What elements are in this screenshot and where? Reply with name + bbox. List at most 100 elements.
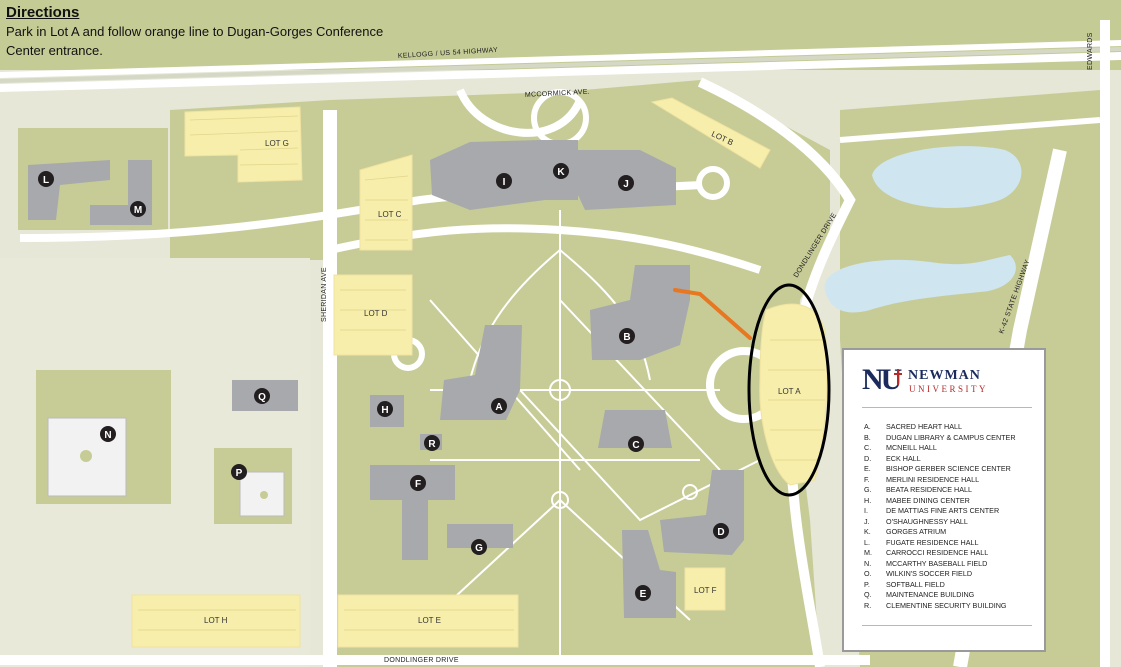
legend-item: C.MCNEILL HALL [864,443,1016,454]
mccormick-ave-label: MCCORMICK AVE. [525,89,590,99]
marker-g: G [471,539,487,555]
edwards-road [1100,20,1110,667]
lot-f-label: LOT F [694,586,717,595]
legend-item-label: MAINTENANCE BUILDING [886,590,975,599]
legend-item-label: MCNEILL HALL [886,443,937,452]
legend-item-label: WILKIN'S SOCCER FIELD [886,569,973,578]
parking-stripes [138,115,825,631]
legend-item: E. BISHOP GERBER SCIENCE CENTER [864,464,1016,475]
svg-text:L: L [43,175,49,186]
svg-text:P: P [236,468,243,479]
legend-item: Q.MAINTENANCE BUILDING [864,590,1016,601]
legend-item-label: MCCARTHY BASEBALL FIELD [886,558,988,568]
lot-b-shape [650,97,771,169]
lot-h-label: LOT H [204,616,228,625]
logo-name: NEWMAN [908,368,981,383]
legend-item-key: E. [864,464,871,473]
legend-item-label: MABEE DINING CENTER [886,495,970,505]
marker-l: L [38,171,54,187]
marker-m: M [130,201,146,217]
legend-item-key: O. [864,569,872,578]
marker-b: B [619,328,635,344]
legend-item: O. WILKIN'S SOCCER FIELD [864,569,1016,580]
marker-r: R [424,435,440,451]
marker-j: J [618,175,634,191]
directions-box: Directions Park in Lot A and follow oran… [6,4,406,60]
building-i [430,140,545,210]
marker-a: A [491,398,507,414]
lot-e-label: LOT E [418,616,441,625]
legend-item: D. ECK HALL [864,454,1016,465]
legend-item-label: O'SHAUGHNESSY HALL [886,516,968,526]
logo-mark: NU [862,363,902,396]
legend-item: B.DUGAN LIBRARY & CAMPUS CENTER [864,433,1016,444]
svg-text:J: J [623,179,629,190]
dondlinger-drive-south-label: DONDLINGER DRIVE [384,657,459,664]
legend-item-key: I. [864,506,868,515]
marker-e: E [635,585,651,601]
legend-item-key: D. [864,453,872,463]
marker-h: H [377,401,393,417]
svg-text:D: D [717,527,724,538]
legend-bottom-divider [862,625,1032,626]
pitchers-mound [80,450,92,462]
marker-d: D [713,523,729,539]
legend-item-key: P. [864,579,870,589]
svg-text:I: I [503,177,506,188]
marker-q: Q [254,388,270,404]
svg-text:C: C [632,440,639,451]
sheridan-ave-label: SHERIDAN AVE [321,267,328,322]
directions-title: Directions [6,4,80,21]
lot-d-shape [333,274,413,356]
lot-c-label: LOT C [378,210,402,219]
newman-university-logo: NU NEWMAN UNIVERSITY [862,364,1032,398]
legend-item-key: M. [864,548,872,557]
legend-item: K. GORGES ATRIUM [864,527,1016,538]
svg-text:A: A [495,402,502,413]
building-c [598,410,672,448]
north-pond [872,146,1022,208]
legend-top-divider [862,407,1032,408]
marker-p: P [231,464,247,480]
legend-item-label: FUGATE RESIDENCE HALL [886,537,979,547]
legend-item: H. MABEE DINING CENTER [864,496,1016,507]
legend-item-key: B. [864,432,871,442]
directions-text: Park in Lot A and follow orange line to … [6,24,384,58]
lot-e-shape [337,594,519,648]
svg-text:Q: Q [258,392,266,403]
lot-f-shape [684,567,726,611]
svg-text:E: E [640,589,647,600]
lot-c-shape [359,154,413,251]
legend-item: I. DE MATTIAS FINE ARTS CENTER [864,506,1016,517]
kellogg-highway-north-lane [0,40,1121,78]
buildings [28,140,744,618]
legend-item: N.MCCARTHY BASEBALL FIELD [864,559,1016,570]
marker-i: I [496,173,512,189]
legend-item-label: BISHOP GERBER SCIENCE CENTER [886,464,1011,473]
svg-text:R: R [428,439,436,450]
legend-item-label: ECK HALL [886,453,921,463]
svg-text:G: G [475,543,483,554]
legend-item-key: F. [864,474,870,484]
legend-item-label: GORGES ATRIUM [886,527,947,536]
legend-panel: NU NEWMAN UNIVERSITY A.SACRED HEART HALL… [842,348,1046,652]
logo-subtitle: UNIVERSITY [909,384,988,394]
svg-text:N: N [104,430,111,441]
legend-item: F.MERLINI RESIDENCE HALL [864,475,1016,486]
highway-median [0,47,1121,83]
legend-item-key: A. [864,422,871,431]
legend-item: G.BEATA RESIDENCE HALL [864,485,1016,496]
softball-mound [260,491,268,499]
legend-item-key: R. [864,600,872,610]
marker-f: F [410,475,426,491]
legend-item-key: H. [864,495,872,505]
building-e [622,530,676,618]
orange-route-line [673,288,752,340]
svg-text:F: F [415,479,421,490]
svg-text:H: H [381,405,388,416]
legend-item-label: DE MATTIAS FINE ARTS CENTER [886,506,1000,515]
legend-item: M.CARROCCI RESIDENCE HALL [864,548,1016,559]
legend-item-key: K. [864,527,871,536]
lot-g-shape [184,106,303,183]
legend-item: L.FUGATE RESIDENCE HALL [864,538,1016,549]
